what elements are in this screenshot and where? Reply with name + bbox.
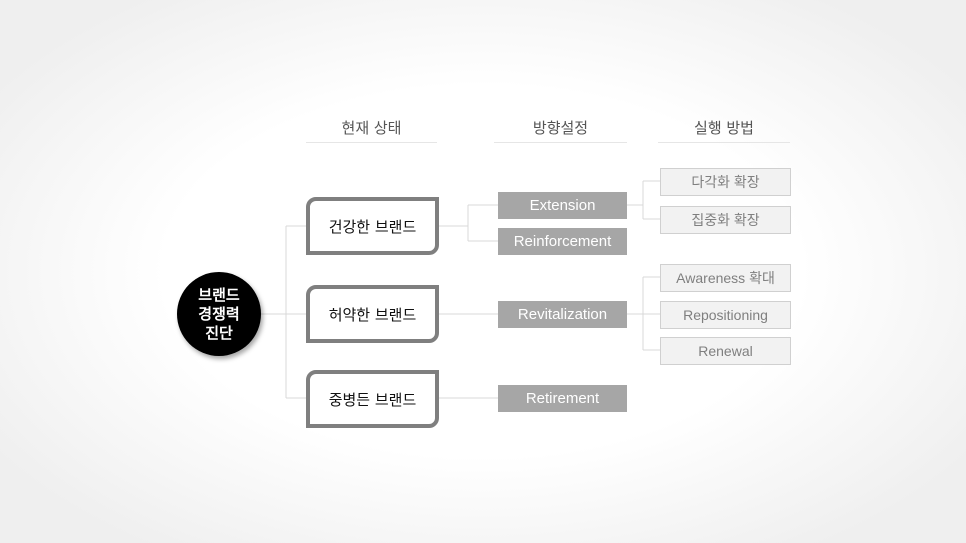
connector-extension-to-methods <box>627 180 660 220</box>
state-node-healthy: 건강한 브랜드 <box>306 197 439 255</box>
connector-healthy-to-directions <box>439 204 498 242</box>
direction-node-reinforcement: Reinforcement <box>498 228 627 255</box>
method-node-diversification: 다각화 확장 <box>660 168 791 196</box>
root-node-line-1: 브랜드 <box>198 285 240 304</box>
header-current-state: 현재 상태 <box>306 118 437 143</box>
direction-node-revitalization: Revitalization <box>498 301 627 328</box>
direction-node-extension: Extension <box>498 192 627 219</box>
method-node-renewal: Renewal <box>660 337 791 365</box>
connector-revitalization-to-methods <box>627 276 660 351</box>
method-node-repositioning: Repositioning <box>660 301 791 329</box>
root-node-line-3: 진단 <box>205 323 233 342</box>
header-direction: 방향설정 <box>494 118 627 143</box>
direction-node-retirement: Retirement <box>498 385 627 412</box>
state-node-weak: 허약한 브랜드 <box>306 285 439 343</box>
connector-root-to-states <box>261 225 306 399</box>
state-node-sick: 중병든 브랜드 <box>306 370 439 428</box>
root-node-brand-diagnosis: 브랜드 경쟁력 진단 <box>177 272 261 356</box>
root-node-line-2: 경쟁력 <box>198 304 240 323</box>
header-execution: 실행 방법 <box>658 118 790 143</box>
method-node-concentration: 집중화 확장 <box>660 206 791 234</box>
method-node-awareness: Awareness 확대 <box>660 264 791 292</box>
